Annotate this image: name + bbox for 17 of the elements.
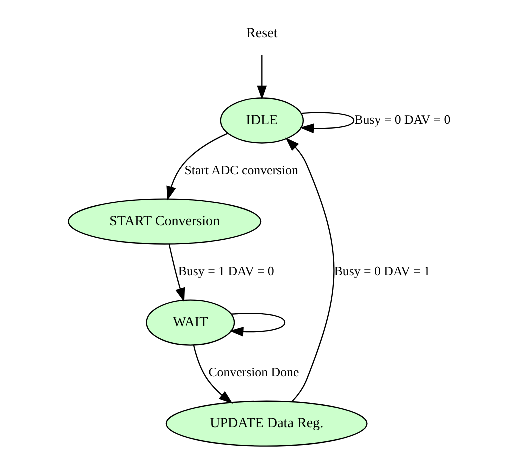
node-ellipse: START Conversion <box>68 198 262 245</box>
edge-label: Conversion Done <box>208 366 300 380</box>
arrow <box>230 313 286 337</box>
node-text: Reset <box>246 26 278 42</box>
arrow <box>286 138 335 403</box>
edge-label: Busy = 0 DAV = 1 <box>334 264 430 279</box>
arrow <box>166 133 228 201</box>
edge-label: Start ADC conversion <box>184 164 298 178</box>
edge-label: Busy = 0 DAV = 0 <box>354 113 451 128</box>
arrow <box>257 55 268 100</box>
arrow <box>193 345 234 404</box>
node-ellipse: WAIT <box>146 300 236 346</box>
arrow <box>300 112 355 134</box>
node-ellipse: UPDATE Data Reg. <box>166 400 368 447</box>
arrow <box>168 244 186 302</box>
node-ellipse: IDLE <box>220 98 304 144</box>
edge-label: Busy = 1 DAV = 0 <box>178 264 274 279</box>
